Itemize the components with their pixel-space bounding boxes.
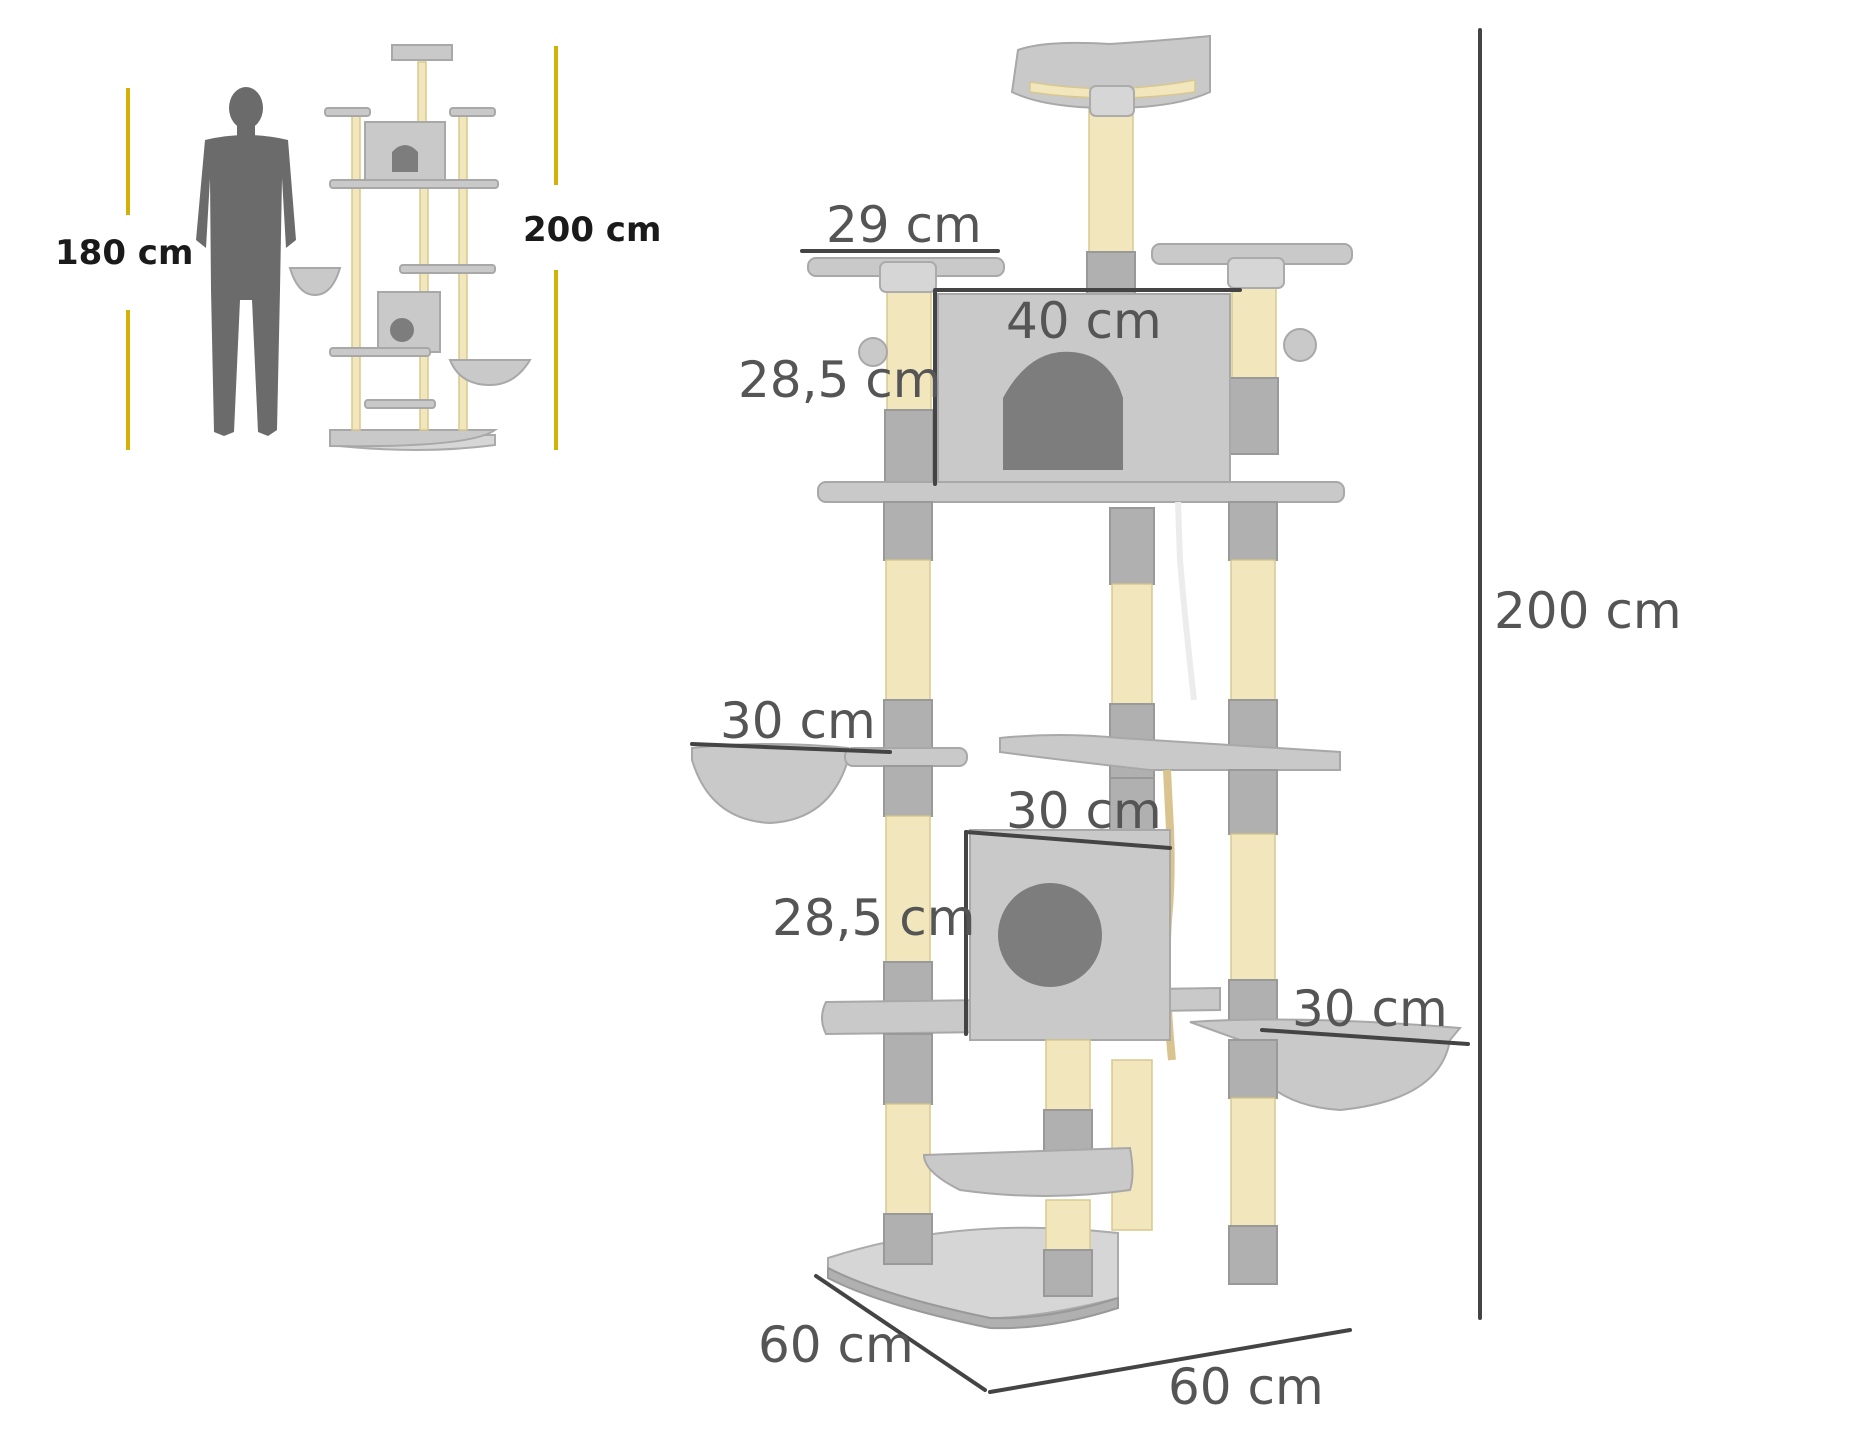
upper-hammock: [691, 743, 849, 825]
upper-hammock-width-label: 30 cm: [720, 692, 876, 750]
middle-right-shelf: [999, 734, 1341, 771]
person-height-label: 180 cm: [55, 233, 193, 273]
lower-house-height-label: 28,5 cm: [772, 889, 975, 947]
lower-condo-entrance: [998, 883, 1102, 987]
scale-comparison-thumbnail: 180 cm 200 cm: [55, 44, 661, 451]
base-width-label: 60 cm: [1168, 1358, 1324, 1416]
upper-main-shelf: [817, 481, 1345, 503]
base-depth-label: 60 cm: [758, 1316, 914, 1374]
base-depth-line: [814, 1274, 987, 1392]
dimension-annotations: 29 cm 40 cm 28,5 cm 30 cm 30 cm 28,5 cm …: [690, 28, 1682, 1416]
lower-house-width-label: 30 cm: [1006, 782, 1162, 840]
top-platform-width-label: 29 cm: [826, 196, 982, 254]
total-height-label: 200 cm: [1494, 582, 1682, 640]
tree-height-label: 200 cm: [523, 210, 661, 250]
cat-tree-illustration: [691, 34, 1463, 1330]
mini-cat-tree: [288, 44, 532, 451]
hanging-toy-ball-left: [858, 337, 888, 367]
person-silhouette-icon: [196, 87, 296, 436]
hanging-string-toy: [1175, 501, 1197, 701]
lower-left-shelf: [821, 998, 991, 1036]
lower-hammock-width-line: [1260, 1028, 1470, 1046]
lower-hammock-width-label: 30 cm: [1292, 980, 1448, 1038]
hanging-toy-ball-right: [1283, 328, 1317, 362]
bottom-step-shelf: [922, 1146, 1134, 1197]
upper-hammock-width-line: [690, 742, 892, 754]
upper-house-height-label: 28,5 cm: [738, 351, 941, 409]
base-width-line: [988, 1328, 1352, 1394]
upper-house-width-label: 40 cm: [1006, 292, 1162, 350]
lower-house-width-line: [964, 830, 1172, 850]
upper-condo-entrance: [1003, 351, 1123, 470]
